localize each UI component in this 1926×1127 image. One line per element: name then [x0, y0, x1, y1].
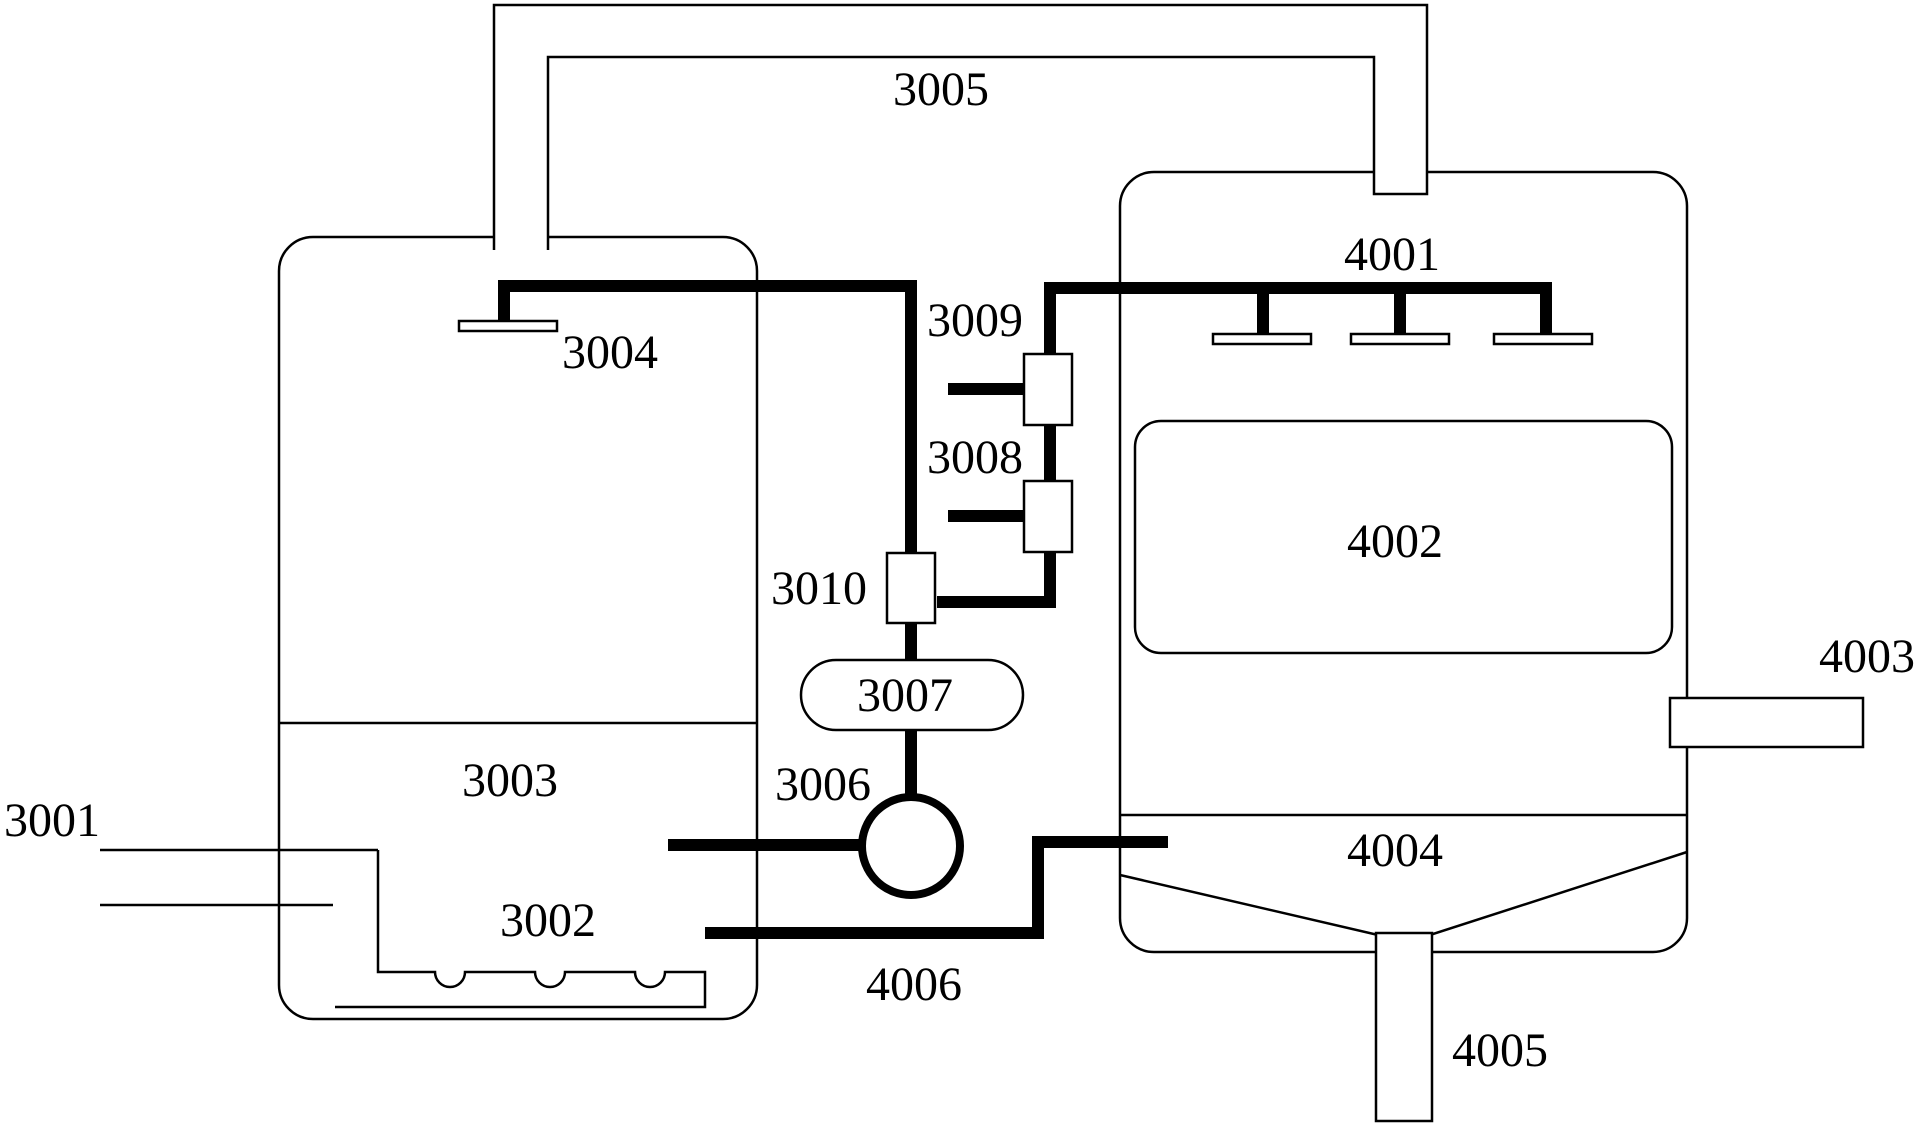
component-3007 [799, 658, 1025, 732]
nozzle-4001-3 [1492, 332, 1594, 346]
heater-3002 [335, 850, 707, 1009]
label-3003: 3003 [462, 754, 558, 807]
label-3001: 3001 [4, 794, 100, 847]
label-4002: 4002 [1347, 515, 1443, 568]
nozzle-4001-1 [1211, 332, 1313, 346]
label-3004: 3004 [562, 326, 658, 379]
pipe-4006 [705, 836, 1168, 939]
valve-3009 [1022, 352, 1074, 427]
label-3005: 3005 [893, 63, 989, 116]
pump-3006 [858, 793, 964, 899]
nozzle-4001-2 [1349, 332, 1451, 346]
label-3007: 3007 [857, 669, 953, 722]
pipe-4001-header [1044, 282, 1552, 354]
label-3010: 3010 [771, 562, 867, 615]
label-3008: 3008 [927, 431, 1023, 484]
valve-3010 [885, 551, 937, 625]
valve-3008 [1022, 479, 1074, 554]
label-3006: 3006 [775, 758, 871, 811]
label-4005: 4005 [1452, 1024, 1548, 1077]
label-4003: 4003 [1819, 630, 1915, 683]
duct-3005 [492, 3, 1429, 250]
label-4001: 4001 [1344, 228, 1440, 281]
label-3009: 3009 [927, 294, 1023, 347]
chamber-4002 [1133, 419, 1674, 655]
label-4006: 4006 [866, 958, 962, 1011]
outlet-4005 [1374, 931, 1434, 1123]
label-3002: 3002 [500, 894, 596, 947]
label-4004: 4004 [1347, 824, 1443, 877]
nozzle-3004 [457, 319, 559, 333]
pipe-3010-3008 [937, 552, 1056, 608]
outlet-4003 [1668, 696, 1865, 749]
pipe-3004-loop [498, 280, 917, 553]
